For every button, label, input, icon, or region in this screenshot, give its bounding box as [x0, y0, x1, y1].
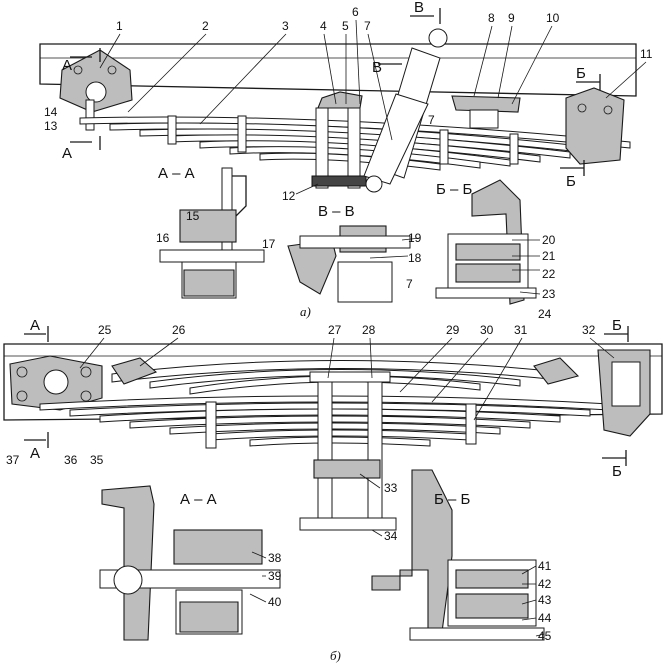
- callout-8: 8: [488, 11, 495, 25]
- section-title-aa-b: А – А: [180, 491, 217, 508]
- callout-1: 1: [116, 19, 123, 33]
- callout-25: 25: [98, 323, 112, 337]
- leaf-clamp-b2: [465, 403, 477, 445]
- callout-43: 43: [538, 593, 552, 607]
- section-title-bb-a: Б – Б: [436, 181, 473, 198]
- cut-letter-b-A-bottom: А: [30, 445, 40, 462]
- callout-38: 38: [268, 551, 282, 565]
- callout-39: 39: [268, 569, 282, 583]
- callout-40: 40: [268, 595, 282, 609]
- section-bb-b: [371, 469, 545, 641]
- shock-absorber: [363, 28, 448, 193]
- callout-19: 19: [408, 231, 422, 245]
- leaf-clamp-b1: [205, 401, 217, 449]
- callout-22: 22: [542, 267, 556, 281]
- axle-pad-a: [311, 175, 367, 187]
- section-aa-b: [99, 485, 281, 641]
- callout-41: 41: [538, 559, 552, 573]
- cut-letter-a-V-side: В: [372, 59, 382, 76]
- callout-labels: 1 2 3 4 5 6 7 7 7 8 9 10 11 12 13 14 15 …: [6, 5, 653, 643]
- panel-a: [39, 28, 637, 305]
- frame-rail-b: [3, 343, 663, 421]
- cut-letter-b-B-top: Б: [612, 317, 622, 334]
- callout-36: 36: [64, 453, 78, 467]
- shock-eye-section: [337, 261, 393, 303]
- callout-11: 11: [640, 47, 653, 61]
- callout-7a: 7: [364, 19, 371, 33]
- panel-b-caption: б): [330, 648, 341, 663]
- u-bolt-b-right: [367, 377, 383, 529]
- callout-29: 29: [446, 323, 460, 337]
- cut-letter-a-B-top: Б: [576, 65, 586, 82]
- callout-13: 13: [44, 119, 58, 133]
- cut-letter-a-V-top: В: [414, 0, 424, 16]
- callout-24: 24: [538, 307, 552, 321]
- callout-10: 10: [546, 11, 560, 25]
- axle-pad-b: [313, 459, 381, 479]
- callout-21: 21: [542, 249, 556, 263]
- section-titles: А – А Б – Б В – В А – А Б – Б А А В В Б …: [30, 0, 622, 508]
- leaf-clamp-a1: [167, 115, 177, 145]
- callout-16: 16: [156, 231, 170, 245]
- callout-28: 28: [362, 323, 376, 337]
- section-title-vv: В – В: [318, 203, 355, 220]
- callout-7c: 7: [406, 277, 413, 291]
- callout-12: 12: [282, 189, 296, 203]
- callout-34: 34: [384, 529, 398, 543]
- callout-18: 18: [408, 251, 422, 265]
- section-title-bb-b: Б – Б: [434, 491, 471, 508]
- bump-stop-a: [317, 91, 363, 109]
- cut-letter-a-B-bottom: Б: [566, 173, 576, 190]
- callout-14: 14: [44, 105, 58, 119]
- callout-32: 32: [582, 323, 596, 337]
- callout-23: 23: [542, 287, 556, 301]
- callout-37: 37: [6, 453, 20, 467]
- cut-letter-b-B-bottom: Б: [612, 463, 622, 480]
- callout-17: 17: [262, 237, 276, 251]
- section-aa-a: [159, 167, 265, 299]
- callout-44: 44: [538, 611, 552, 625]
- callout-4: 4: [320, 19, 327, 33]
- callout-3: 3: [282, 19, 289, 33]
- aa-pin-a: [159, 249, 265, 263]
- cut-letter-a-A-bottom: А: [62, 145, 72, 162]
- section-bb-a: [435, 179, 537, 305]
- callout-26: 26: [172, 323, 186, 337]
- aa-pin-b: [99, 569, 281, 589]
- u-bolt-b-left: [317, 377, 333, 529]
- front-pin-a: [85, 99, 95, 131]
- cut-markers: [24, 8, 629, 466]
- stop-bracket-a: [469, 109, 499, 129]
- panel-a-caption: а): [300, 304, 311, 319]
- callout-42: 42: [538, 577, 552, 591]
- upper-spring-b: [111, 357, 580, 395]
- leaf-clamp-a3: [439, 129, 449, 165]
- callout-9: 9: [508, 11, 515, 25]
- callout-27: 27: [328, 323, 342, 337]
- callout-30: 30: [480, 323, 494, 337]
- callout-31: 31: [514, 323, 528, 337]
- callout-33: 33: [384, 481, 398, 495]
- callout-20: 20: [542, 233, 556, 247]
- callout-2: 2: [202, 19, 209, 33]
- callout-7b: 7: [428, 113, 435, 127]
- leaf-clamp-a4: [509, 133, 519, 165]
- callout-35: 35: [90, 453, 104, 467]
- callout-5: 5: [342, 19, 349, 33]
- u-bolt-plate-b: [299, 517, 397, 531]
- rear-bracket-a: [565, 87, 625, 165]
- section-title-aa-a: А – А: [158, 165, 195, 182]
- leader-lines: [79, 19, 647, 637]
- leaf-clamp-a2: [237, 115, 247, 153]
- section-vv: [287, 225, 411, 303]
- panel-b: [3, 343, 663, 641]
- cut-letter-b-A-top: А: [30, 317, 40, 334]
- callout-15: 15: [186, 209, 200, 223]
- rebound-stop-a: [451, 95, 521, 113]
- cut-letter-a-A-top: А: [62, 57, 72, 74]
- callout-6: 6: [352, 5, 359, 19]
- callout-45: 45: [538, 629, 552, 643]
